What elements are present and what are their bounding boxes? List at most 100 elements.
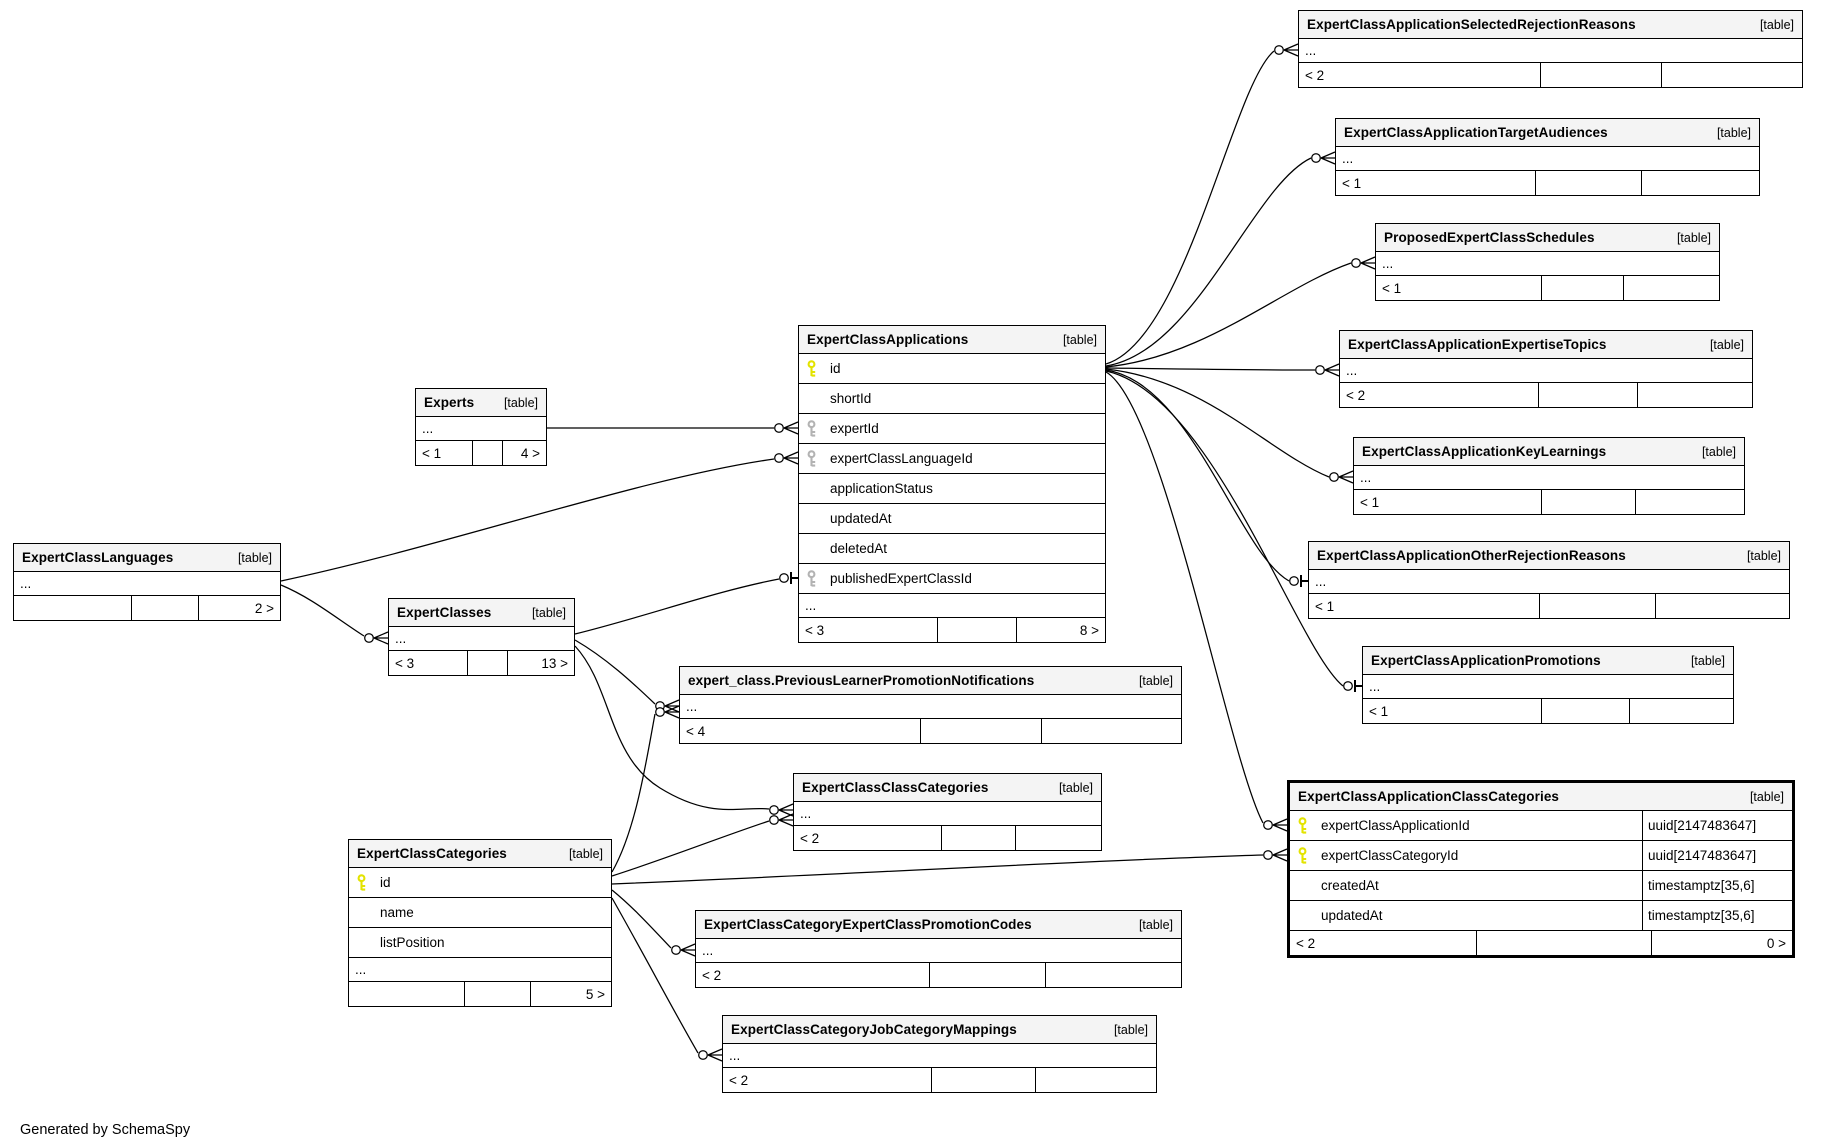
- footer-spacer: [1540, 276, 1623, 300]
- footer-spacer: [1541, 490, 1635, 514]
- table-name: ExpertClassCategoryExpertClassPromotionC…: [704, 917, 1032, 932]
- tee-one-icon: [1354, 680, 1362, 692]
- table-name: ProposedExpertClassSchedules: [1384, 230, 1595, 245]
- table-node-ccc[interactable]: ExpertClassClassCategories[table]...< 2: [793, 773, 1102, 851]
- key-slot: [356, 873, 380, 892]
- table-tag: [table]: [237, 550, 272, 565]
- footer-degree-out: [1636, 383, 1752, 407]
- crowfoot-many-icon: [1324, 363, 1340, 377]
- table-header: ProposedExpertClassSchedules[table]: [1376, 224, 1719, 252]
- zero-circle-icon: [1329, 472, 1339, 482]
- table-node-ecl[interactable]: ExpertClassLanguages[table]...2 >: [13, 543, 281, 621]
- zero-circle-icon: [364, 633, 374, 643]
- table-node-jm[interactable]: ExpertClassCategoryJobCategoryMappings[t…: [722, 1015, 1157, 1093]
- footer-degree-out: 8 >: [1016, 618, 1105, 642]
- ellipsis-row: ...: [1299, 39, 1802, 63]
- column-row-expertId: expertId: [799, 414, 1105, 444]
- footer-degree-out: [1622, 276, 1719, 300]
- table-node-et[interactable]: ExpertClassApplicationExpertiseTopics[ta…: [1339, 330, 1753, 408]
- table-node-ta[interactable]: ExpertClassApplicationTargetAudiences[ta…: [1335, 118, 1760, 196]
- column-name: shortId: [830, 391, 872, 406]
- table-footer: < 1: [1363, 699, 1733, 723]
- relationship-edge-ex-eca: [547, 421, 799, 435]
- ellipsis-row: ...: [14, 572, 280, 596]
- table-node-orr[interactable]: ExpertClassApplicationOtherRejectionReas…: [1308, 541, 1790, 619]
- column-main: updatedAt: [799, 504, 1105, 533]
- primary-key-icon: [357, 873, 366, 891]
- table-node-pc[interactable]: ExpertClassCategoryExpertClassPromotionC…: [695, 910, 1182, 988]
- footer-spacer: [920, 719, 1040, 743]
- foreign-key-icon: [807, 419, 816, 437]
- footer-degree-out: [1040, 719, 1181, 743]
- footer-degree-out: [1629, 699, 1733, 723]
- table-footer: < 2: [696, 963, 1181, 987]
- ellipsis-row: ...: [349, 958, 611, 982]
- footer-spacer: [930, 1068, 1035, 1092]
- footer-spacer: [464, 982, 530, 1006]
- footer-degree-in: < 2: [800, 830, 820, 846]
- table-node-ps[interactable]: ProposedExpertClassSchedules[table]... < …: [1375, 223, 1720, 301]
- relationship-edge-eca-srr: [1105, 43, 1299, 365]
- relationship-edge-ecl-eca: [280, 451, 799, 582]
- column-main: createdAt: [1290, 871, 1642, 900]
- relationship-edge-ecc-ccc: [611, 813, 794, 877]
- column-main: expertId: [799, 414, 1105, 443]
- footer-degree-out: [1640, 171, 1759, 195]
- table-header: ExpertClassApplicationExpertiseTopics[ta…: [1340, 331, 1752, 359]
- table-node-kl[interactable]: ExpertClassApplicationKeyLearnings[table…: [1353, 437, 1745, 515]
- column-name: expertId: [830, 421, 879, 436]
- footer-spacer: [1540, 699, 1630, 723]
- relationship-edge-ecc-jm: [611, 897, 723, 1062]
- table-tag: [table]: [1062, 332, 1097, 347]
- table-name: ExpertClassLanguages: [22, 550, 174, 565]
- footer-degree-in: [14, 596, 131, 620]
- footer-spacer: [1539, 594, 1654, 618]
- ellipsis-row: ...: [723, 1044, 1156, 1068]
- table-tag: [table]: [1759, 17, 1794, 32]
- column-main: deletedAt: [799, 534, 1105, 563]
- column-main: expertClassLanguageId: [799, 444, 1105, 473]
- table-tag: [table]: [503, 395, 538, 410]
- footer-degree-out: [1634, 490, 1744, 514]
- ellipsis-row: ...: [1376, 252, 1719, 276]
- ellipsis-row: ...: [1363, 675, 1733, 699]
- footer-spacer: [1534, 171, 1641, 195]
- footer-degree-in: < 2: [1346, 387, 1366, 403]
- ellipsis-row: ...: [1340, 359, 1752, 383]
- column-name: name: [380, 905, 414, 920]
- zero-circle-icon: [671, 945, 681, 955]
- footer-spacer: [1475, 931, 1652, 955]
- table-name: ExpertClassApplicationClassCategories: [1298, 789, 1560, 804]
- zero-circle-icon: [1289, 576, 1299, 586]
- footer-degree-out: [1654, 594, 1789, 618]
- relationship-edge-ec-pln: [574, 639, 680, 713]
- column-main: applicationStatus: [799, 474, 1105, 503]
- table-header: ExpertClassLanguages [table]: [14, 544, 280, 572]
- relationship-edge-ecc-acc: [611, 848, 1288, 885]
- column-name: id: [380, 875, 391, 890]
- table-node-srr[interactable]: ExpertClassApplicationSelectedRejectionR…: [1298, 10, 1803, 88]
- tee-one-icon: [1300, 575, 1308, 587]
- zero-circle-icon: [1315, 365, 1325, 375]
- zero-circle-icon: [1263, 820, 1273, 830]
- footer-degree-in: < 3: [395, 655, 415, 671]
- footer-degree-in: < 2: [1296, 935, 1316, 951]
- column-row-listPosition: listPosition: [349, 928, 611, 958]
- table-tag: [table]: [568, 846, 603, 861]
- table-node-acc[interactable]: ExpertClassApplicationClassCategories[ta…: [1287, 780, 1795, 958]
- footer-degree-out: [1045, 963, 1181, 987]
- column-row-id: id: [799, 354, 1105, 384]
- column-row-shortId: shortId: [799, 384, 1105, 414]
- footer-spacer: [941, 826, 1015, 850]
- table-node-pln[interactable]: expert_class.PreviousLearnerPromotionNot…: [679, 666, 1182, 744]
- table-node-pr[interactable]: ExpertClassApplicationPromotions[table].…: [1362, 646, 1734, 724]
- footer-degree-in: < 1: [1382, 280, 1402, 296]
